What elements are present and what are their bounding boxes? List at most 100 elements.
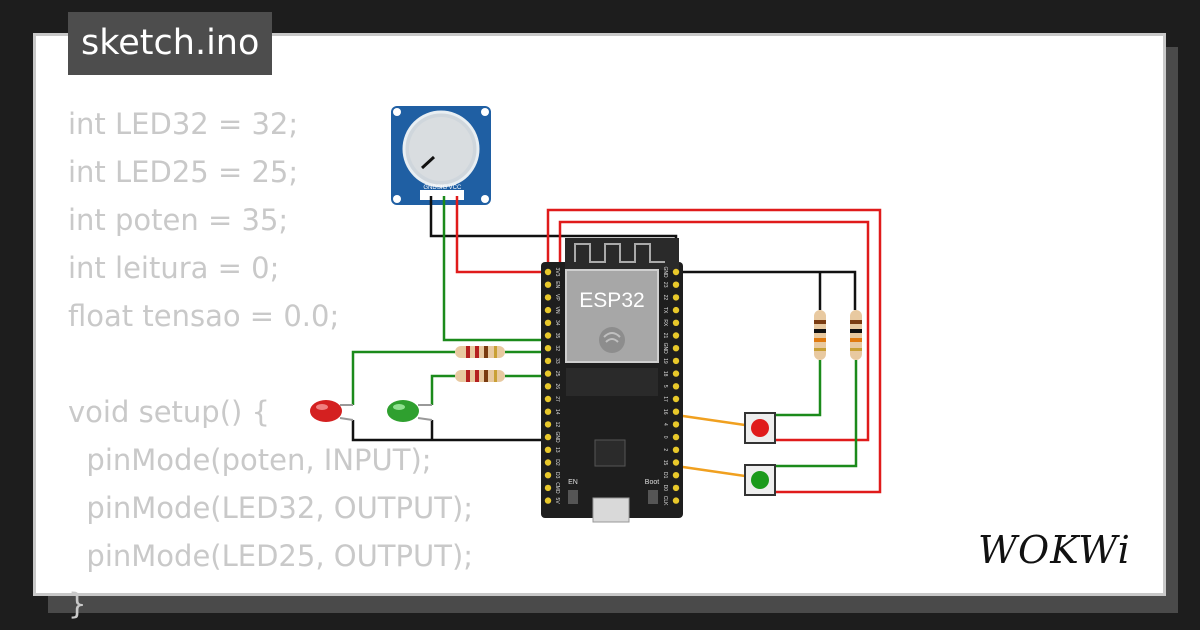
resistor-led25[interactable] (455, 370, 505, 382)
pin-label: 14 (554, 409, 560, 415)
pin-2[interactable] (672, 446, 680, 453)
pin-clk[interactable] (672, 497, 680, 504)
pin-d0[interactable] (672, 484, 680, 492)
board-label: ESP32 (579, 289, 644, 312)
pin-32[interactable] (544, 345, 552, 352)
code-line: pinMode(LED25, OUTPUT); (68, 539, 474, 573)
pin-label: D3 (554, 472, 560, 479)
pin-label: 32 (554, 345, 560, 351)
pin-vp[interactable] (544, 294, 552, 301)
pin-label: GND (662, 266, 668, 278)
pin-tx[interactable] (672, 306, 680, 314)
pin-33[interactable] (544, 357, 552, 365)
code-line: int LED25 = 25; (68, 155, 299, 189)
pin-label: GND (662, 343, 668, 355)
pin-5v[interactable] (544, 497, 552, 504)
pin-label: 18 (662, 371, 668, 377)
pin-0[interactable] (672, 433, 680, 441)
pin-22[interactable] (672, 294, 680, 301)
pin-label: D2 (554, 459, 560, 466)
pushbutton-green[interactable] (744, 464, 776, 496)
pin-23[interactable] (672, 281, 680, 288)
pin-d2[interactable] (544, 459, 552, 466)
code-line: pinMode(poten, INPUT); (68, 443, 432, 477)
esp32-board[interactable]: ESP32 EN Boot 3V3ENVPVN34353233252627141… (541, 238, 683, 523)
resistor-button2[interactable] (850, 310, 862, 360)
pin-cmd[interactable] (544, 484, 552, 492)
pin-label: 25 (554, 371, 560, 377)
code-line: int leitura = 0; (68, 251, 280, 285)
code-line: void setup() { (68, 395, 270, 429)
pin-label: CMD (554, 482, 560, 494)
pin-label: CLK (662, 496, 668, 506)
pin-label: 15 (662, 460, 668, 466)
pin-label: 5 (662, 385, 668, 388)
pot-pin-vcc-label: VCC (449, 185, 462, 191)
code-line: int LED32 = 32; (68, 107, 299, 141)
pot-pin-gnd-label: GND (423, 185, 437, 191)
pin-4[interactable] (672, 421, 680, 428)
pin-label: 16 (662, 409, 668, 415)
pin-34[interactable] (544, 319, 552, 326)
pin-rx[interactable] (672, 319, 680, 326)
code-line: pinMode(LED32, OUTPUT); (68, 491, 474, 525)
potentiometer[interactable]: GND SIG VCC (391, 106, 491, 205)
code-line: float tensao = 0.0; (68, 299, 340, 333)
pin-13[interactable] (544, 446, 552, 453)
pin-label: 19 (662, 358, 668, 364)
pin-19[interactable] (672, 357, 680, 365)
pin-d1[interactable] (672, 472, 680, 479)
pin-label: 33 (554, 358, 560, 364)
pin-gnd[interactable] (672, 345, 680, 352)
pin-label: D1 (662, 472, 668, 479)
pin-12[interactable] (544, 421, 552, 428)
pin-label: 34 (554, 320, 560, 326)
pin-label: 21 (662, 333, 668, 339)
pin-35[interactable] (544, 332, 552, 339)
pin-15[interactable] (672, 459, 680, 466)
pin-3v3[interactable] (544, 268, 552, 276)
pin-gnd[interactable] (672, 268, 680, 276)
pin-label: 23 (662, 282, 668, 288)
wokwi-logo: WOKWi (978, 528, 1131, 572)
pin-label: 12 (554, 422, 560, 428)
pin-label: D0 (662, 485, 668, 492)
pin-27[interactable] (544, 395, 552, 403)
pin-label: EN (554, 281, 560, 288)
resistor-button1[interactable] (814, 310, 826, 360)
pin-label: 2 (662, 448, 668, 451)
pot-pin-sig-label: SIG (437, 185, 448, 191)
pin-label: 5V (554, 498, 560, 505)
pin-label: VN (554, 307, 560, 314)
pin-label: 17 (662, 396, 668, 402)
pin-vn[interactable] (544, 306, 552, 314)
pin-21[interactable] (672, 332, 680, 339)
en-button-label: EN (568, 479, 578, 486)
code-line: int poten = 35; (68, 203, 289, 237)
page-title: sketch.ino (68, 12, 273, 75)
pushbutton-red[interactable] (744, 412, 776, 444)
red-led[interactable] (310, 400, 354, 422)
pin-label: TX (662, 307, 668, 314)
pin-26[interactable] (544, 383, 552, 390)
pin-label: 27 (554, 396, 560, 402)
pin-label: 4 (662, 423, 668, 426)
pin-5[interactable] (672, 383, 680, 390)
pin-label: GND (554, 432, 560, 444)
pin-25[interactable] (544, 370, 552, 377)
pin-16[interactable] (672, 408, 680, 415)
code-line: } (68, 587, 87, 621)
pin-d3[interactable] (544, 472, 552, 479)
pin-18[interactable] (672, 370, 680, 377)
pin-en[interactable] (544, 281, 552, 288)
pin-14[interactable] (544, 408, 552, 415)
green-led[interactable] (387, 400, 433, 422)
pin-label: 13 (554, 447, 560, 453)
pin-gnd[interactable] (544, 433, 552, 441)
pin-label: 0 (662, 436, 668, 439)
pin-17[interactable] (672, 395, 680, 403)
pin-label: RX (662, 319, 668, 327)
resistor-led32[interactable] (455, 346, 505, 358)
